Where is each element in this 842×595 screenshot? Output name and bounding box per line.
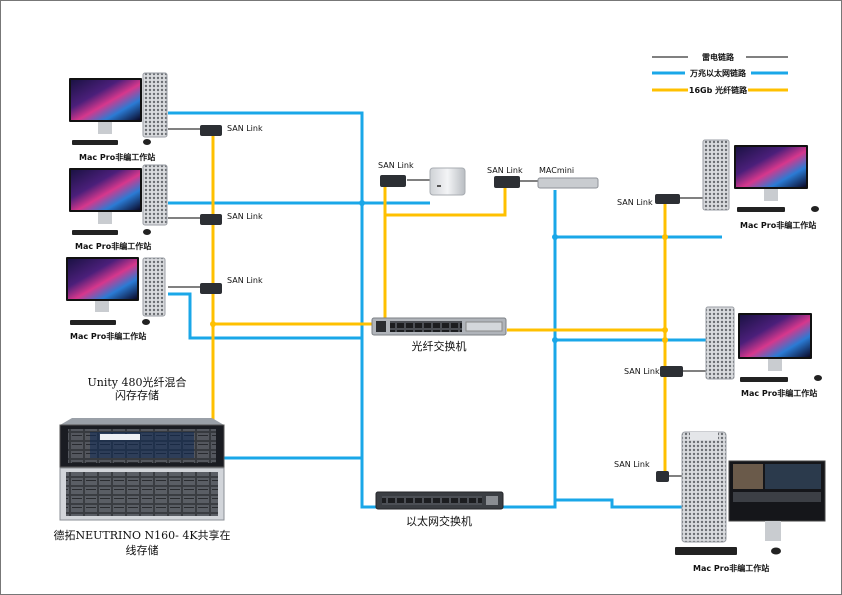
keyboard xyxy=(72,140,118,145)
workstation-label: Mac Pro非编工作站 xyxy=(693,563,769,573)
workstation-right-1: Mac Pro非编工作站 xyxy=(702,139,819,230)
workstation-label: Mac Pro非编工作站 xyxy=(70,331,146,341)
fiber-junctions xyxy=(210,234,668,343)
legend-ethernet-label: 万兆以太网链路 xyxy=(689,68,747,78)
san-link-right-2: SAN Link xyxy=(624,366,683,377)
ethernet-links xyxy=(168,111,722,509)
mac-pro-tower xyxy=(142,72,168,138)
ethernet-switch: 以太网交换机 xyxy=(375,491,504,528)
workstation-left-2: Mac Pro非编工作站 xyxy=(69,164,168,251)
san-link-label: SAN Link xyxy=(614,460,650,469)
san-link-left-1: SAN Link xyxy=(200,124,263,136)
mouse xyxy=(143,139,151,145)
unity-storage-label-1: Unity 480光纤混合 xyxy=(88,375,187,389)
eth-switch-label: 以太网交换机 xyxy=(406,514,472,528)
macmini-label: MACmini xyxy=(539,166,574,175)
monitor-screen xyxy=(71,80,140,120)
fc-switch-label: 光纤交换机 xyxy=(412,339,467,353)
neutrino-storage-label-1: 德拓NEUTRINO N160- 4K共享在 xyxy=(53,528,230,542)
workstation-right-3: Mac Pro非编工作站 xyxy=(675,431,826,573)
fiber-channel-switch: 光纤交换机 xyxy=(371,317,507,353)
workstation-left-3: Mac Pro非编工作站 xyxy=(66,257,166,341)
workstation-label: Mac Pro非编工作站 xyxy=(741,388,817,398)
workstation-label: Mac Pro非编工作站 xyxy=(740,220,816,230)
unity-storage-label-2: 闪存存储 xyxy=(115,388,159,402)
san-link-right-1: SAN Link xyxy=(617,194,680,207)
san-link-label: SAN Link xyxy=(624,367,660,376)
unity-480-storage xyxy=(59,418,225,468)
san-link-right-3: SAN Link xyxy=(614,460,669,482)
san-link-center-1: SAN Link xyxy=(378,161,414,187)
san-link-center-2: SAN Link xyxy=(487,166,523,188)
workstation-label: Mac Pro非编工作站 xyxy=(75,241,151,251)
san-link-label: SAN Link xyxy=(487,166,523,175)
legend-thunderbolt-label: 雷电链路 xyxy=(702,52,735,62)
mac-mini: MACmini xyxy=(537,166,599,189)
ethernet-junctions xyxy=(359,200,558,343)
san-link-left-3: SAN Link xyxy=(200,276,263,294)
san-link-label: SAN Link xyxy=(227,276,263,285)
workstation-left-1: Mac Pro非编工作站 xyxy=(69,72,168,162)
san-link-label: SAN Link xyxy=(227,212,263,221)
san-link-label: SAN Link xyxy=(227,124,263,133)
workstation-right-2: Mac Pro非编工作站 xyxy=(705,306,822,398)
neutrino-n160-storage xyxy=(59,467,225,521)
san-link-label: SAN Link xyxy=(617,198,653,207)
mac-studio xyxy=(429,167,466,196)
san-link-label: SAN Link xyxy=(378,161,414,170)
legend-fiber-label: 16Gb 光纤链路 xyxy=(689,85,748,95)
san-link-left-2: SAN Link xyxy=(200,212,263,225)
workstation-label: Mac Pro非编工作站 xyxy=(79,152,155,162)
legend: 雷电链路 万兆以太网链路 16Gb 光纤链路 xyxy=(652,51,788,95)
neutrino-storage-label-2: 线存储 xyxy=(126,543,159,557)
